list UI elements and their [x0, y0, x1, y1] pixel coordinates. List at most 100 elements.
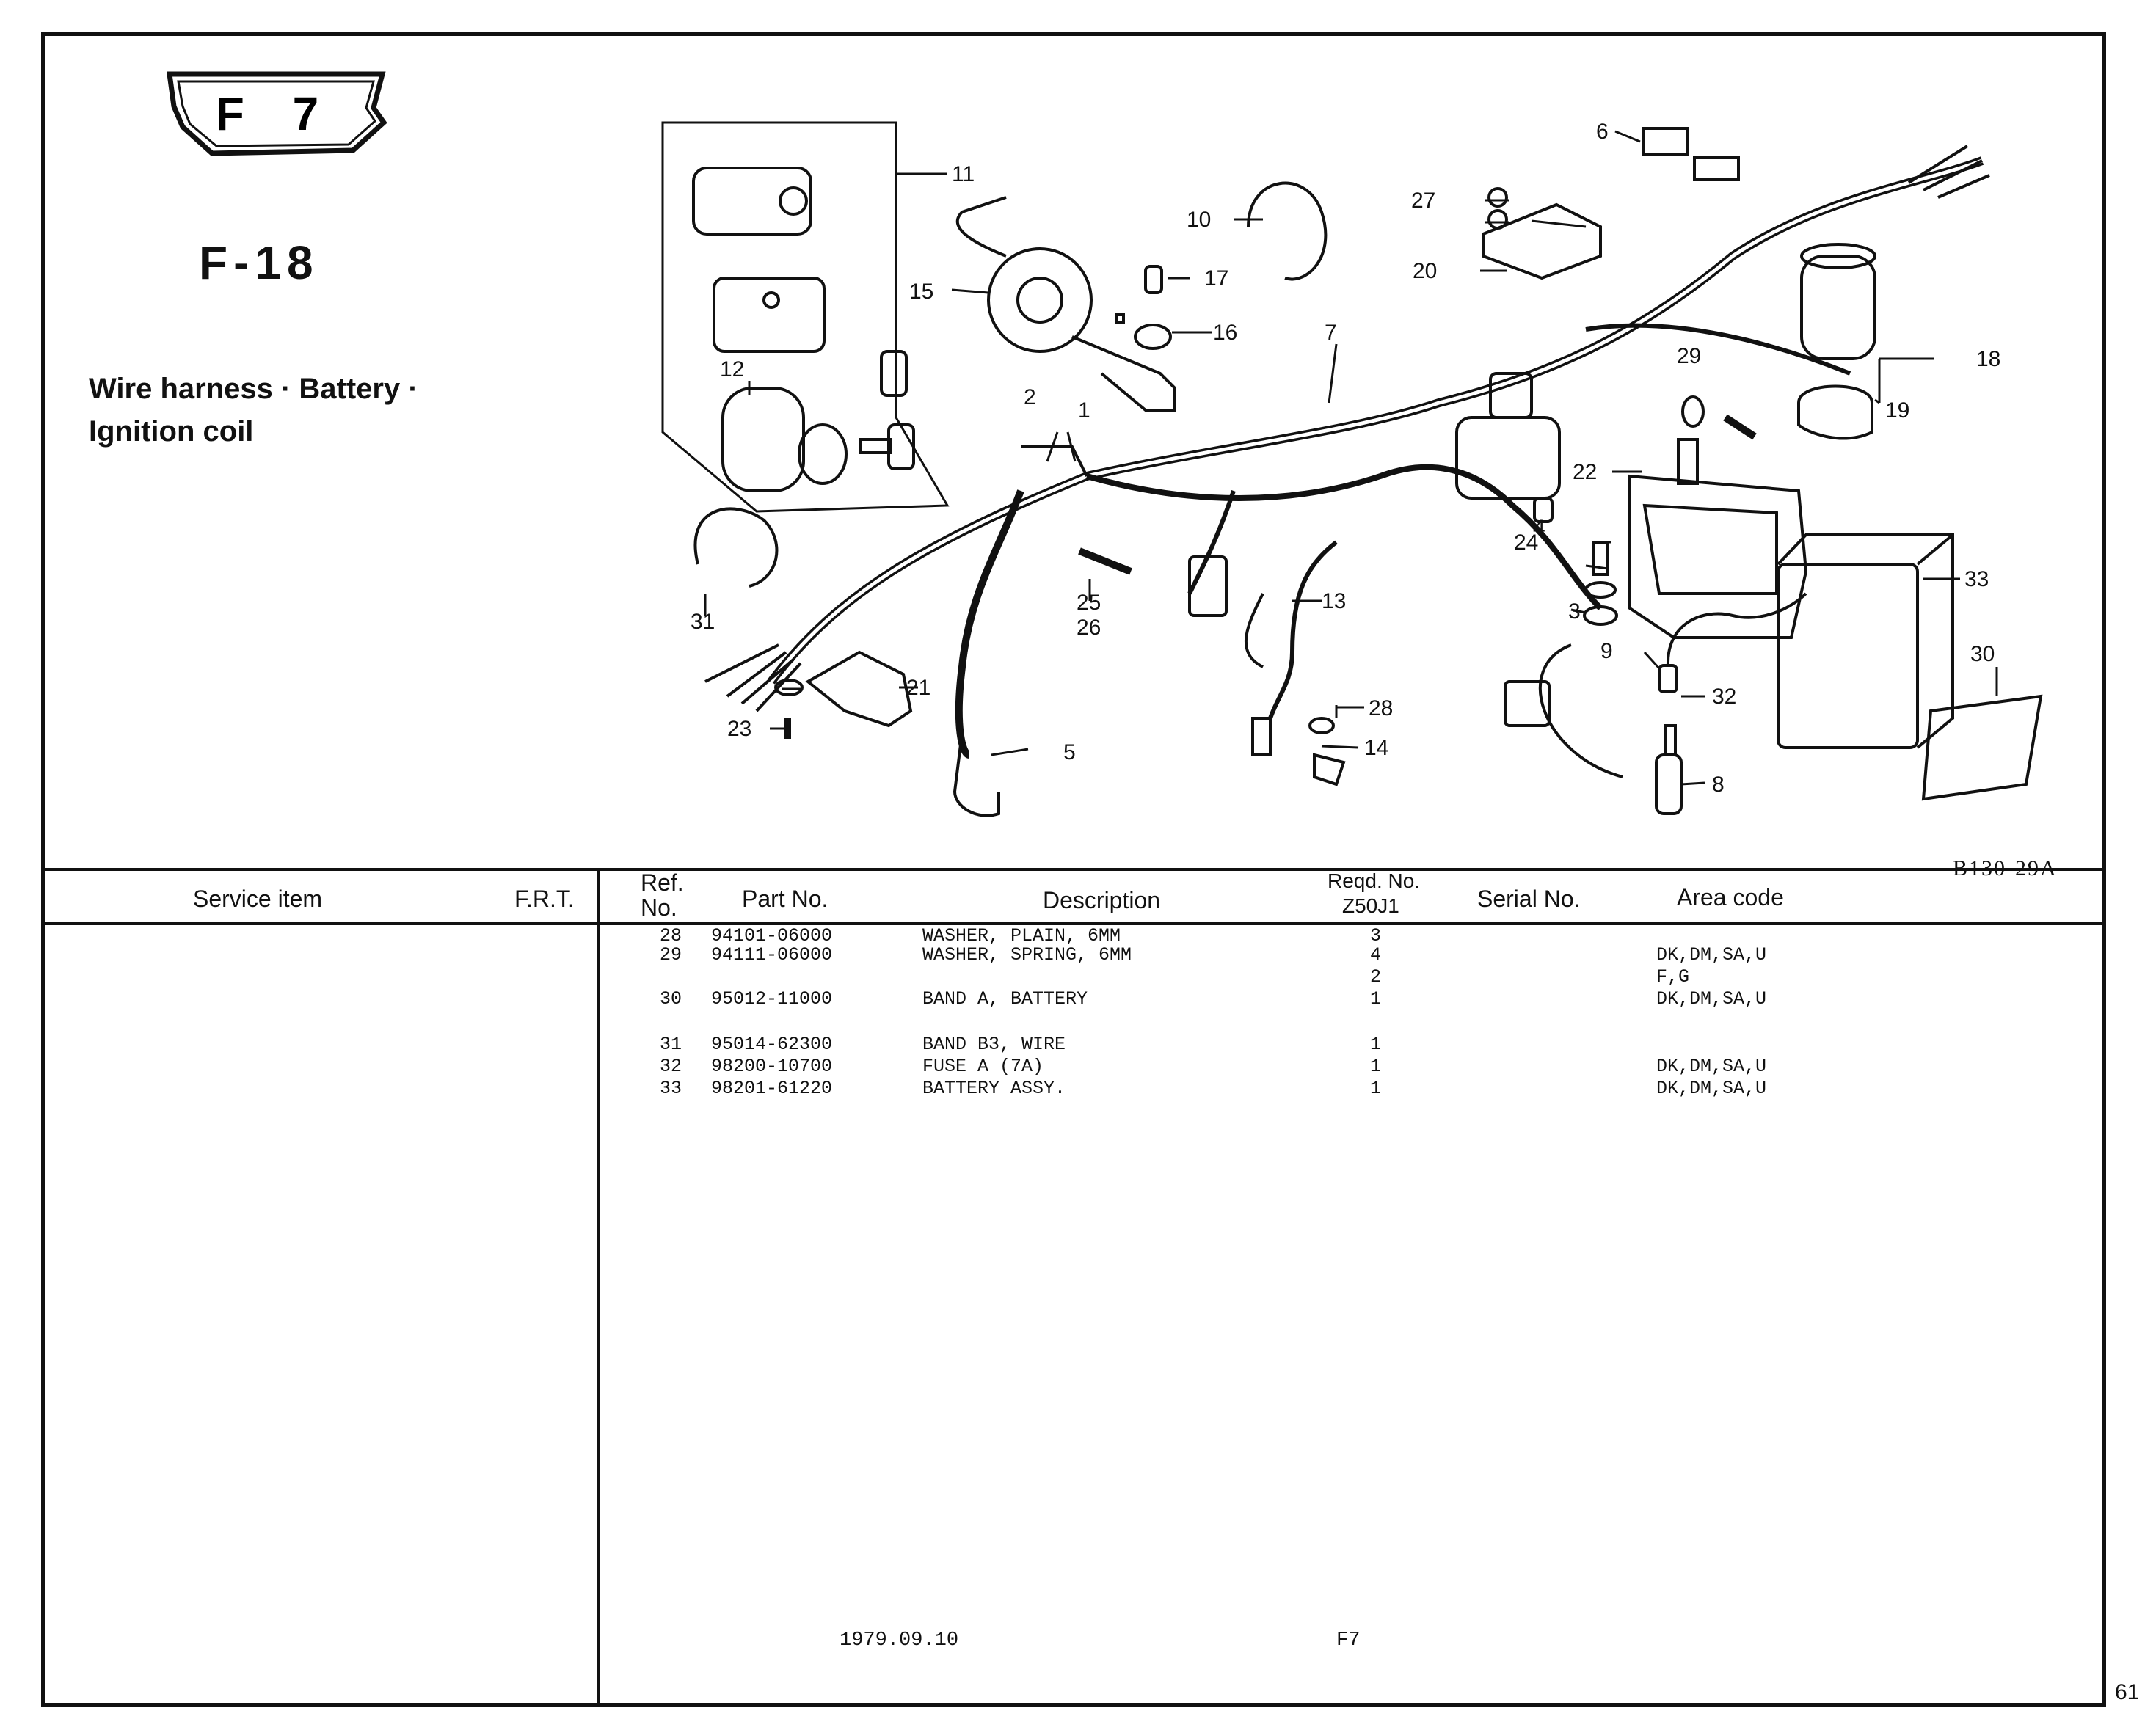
row-qty: 3 — [1370, 925, 1382, 946]
table-column-divider — [597, 869, 600, 1706]
row-description: WASHER, SPRING, 6MM — [922, 944, 1132, 966]
col-service-item: Service item — [193, 886, 323, 912]
part-12-switch-base — [713, 277, 826, 353]
row-qty: 1 — [1370, 1034, 1382, 1055]
neutral-switch-lead — [1268, 540, 1338, 719]
parts-diagram — [661, 121, 2043, 817]
part-31-wire-band — [693, 507, 779, 588]
part-24-neutral-switch — [1251, 717, 1272, 756]
page-frame: F 7 F-18 Wire harness · Battery · Igniti… — [41, 32, 2106, 1707]
row-part-no: 98200-10700 — [711, 1056, 833, 1077]
callout-8: 8 — [1712, 773, 1725, 797]
callout-31: 31 — [691, 610, 715, 634]
col-ref-no-1: Ref. — [641, 869, 684, 896]
part-18-condenser — [1800, 255, 1876, 360]
callout-19: 19 — [1885, 398, 1909, 423]
row-part-no: 94111-06000 — [711, 944, 833, 966]
callout-9: 9 — [1600, 639, 1613, 663]
callout-5: 5 — [1063, 740, 1076, 764]
callout-group-frame — [661, 121, 950, 513]
part-11-switch — [692, 167, 812, 236]
callout-28: 28 — [1369, 696, 1393, 720]
callout-26: 26 — [1077, 616, 1101, 640]
callout-6: 6 — [1596, 120, 1609, 144]
part-6-connector — [1642, 127, 1689, 156]
part-5-plug-cap — [953, 732, 1000, 817]
callout-32: 32 — [1712, 685, 1736, 709]
row-description: BAND B3, WIRE — [922, 1034, 1066, 1055]
callout-1: 1 — [1078, 398, 1090, 423]
part-20-bracket — [1482, 202, 1602, 280]
row-description: BATTERY ASSY. — [922, 1078, 1066, 1099]
col-serial-no: Serial No. — [1477, 886, 1581, 912]
row-area: DK,DM,SA,U — [1656, 988, 1767, 1010]
row-area: DK,DM,SA,U — [1656, 944, 1767, 966]
col-part-no: Part No. — [742, 886, 828, 912]
col-description: Description — [1043, 887, 1161, 913]
callouts: 1 2 3 4 5 6 7 8 9 10 11 12 13 14 15 16 1… — [691, 120, 2000, 797]
callout-12: 12 — [720, 357, 744, 382]
row-qty: 1 — [1370, 988, 1382, 1010]
callout-14: 14 — [1364, 736, 1388, 760]
callout-4: 4 — [1533, 516, 1545, 540]
section-badge-label: F 7 — [216, 87, 336, 140]
callout-13: 13 — [1322, 589, 1346, 613]
callout-24: 24 — [1514, 530, 1538, 555]
col-reqd-model: Z50J1 — [1342, 894, 1399, 917]
part-25-bolt — [1078, 547, 1132, 575]
harness-branch-2 — [1585, 323, 1851, 376]
callout-29: 29 — [1677, 344, 1701, 368]
row-part-no: 94101-06000 — [711, 925, 833, 946]
part-30-battery-band — [1921, 694, 2043, 801]
callout-27: 27 — [1411, 189, 1435, 213]
row-ref: 28 — [660, 925, 682, 946]
page-number: 61 — [2115, 1680, 2140, 1704]
callout-23: 23 — [727, 717, 751, 741]
row-description: WASHER, PLAIN, 6MM — [922, 925, 1121, 946]
callout-25: 25 — [1077, 591, 1101, 615]
row-area: DK,DM,SA,U — [1656, 1078, 1767, 1099]
row-area: F,G — [1656, 966, 1690, 988]
page-title: Wire harness · Battery · Ignition coil — [89, 368, 558, 453]
row-ref: 30 — [660, 988, 682, 1010]
callout-20: 20 — [1413, 259, 1437, 283]
row-qty: 2 — [1370, 966, 1382, 988]
row-area: DK,DM,SA,U — [1656, 1056, 1767, 1077]
part-13-wire — [1244, 593, 1264, 668]
row-part-no: 98201-61220 — [711, 1078, 833, 1099]
row-description: FUSE A (7A) — [922, 1056, 1044, 1077]
row-ref: 32 — [660, 1056, 682, 1077]
col-area-code: Area code — [1677, 884, 1784, 910]
callout-16: 16 — [1213, 321, 1237, 345]
callout-15: 15 — [909, 280, 933, 304]
part-10-band — [1247, 181, 1328, 281]
callout-30: 30 — [1970, 642, 1995, 666]
callout-11: 11 — [952, 162, 975, 186]
callout-10: 10 — [1187, 208, 1211, 232]
row-ref: 31 — [660, 1034, 682, 1055]
table-header-rule — [45, 922, 2102, 925]
callout-33: 33 — [1964, 567, 1989, 591]
row-ref: 29 — [660, 944, 682, 966]
part-15-horn — [987, 247, 1093, 353]
figure-number: F-18 — [199, 236, 319, 289]
part-27-nut — [1487, 187, 1508, 208]
section-badge: F 7 — [166, 71, 387, 156]
harness-branch — [1085, 464, 1603, 610]
row-ref: 33 — [660, 1078, 682, 1099]
col-frt: F.R.T. — [514, 886, 575, 912]
footer-date: 1979.09.10 — [840, 1629, 959, 1651]
page-title-line-2: Ignition coil — [89, 415, 254, 448]
row-description: BAND A, BATTERY — [922, 988, 1088, 1010]
row-qty: 1 — [1370, 1078, 1382, 1099]
col-ref-no-2: No. — [641, 894, 677, 921]
callout-18: 18 — [1976, 347, 2000, 371]
row-qty: 4 — [1370, 944, 1382, 966]
part-14-plate — [1313, 753, 1346, 786]
row-part-no: 95014-62300 — [711, 1034, 833, 1055]
part-17-collar — [1144, 265, 1163, 294]
callout-22: 22 — [1573, 460, 1597, 484]
col-reqd-no: Reqd. No. — [1328, 869, 1421, 892]
part-21-bracket — [805, 650, 913, 728]
part-33-battery — [1777, 563, 1919, 749]
